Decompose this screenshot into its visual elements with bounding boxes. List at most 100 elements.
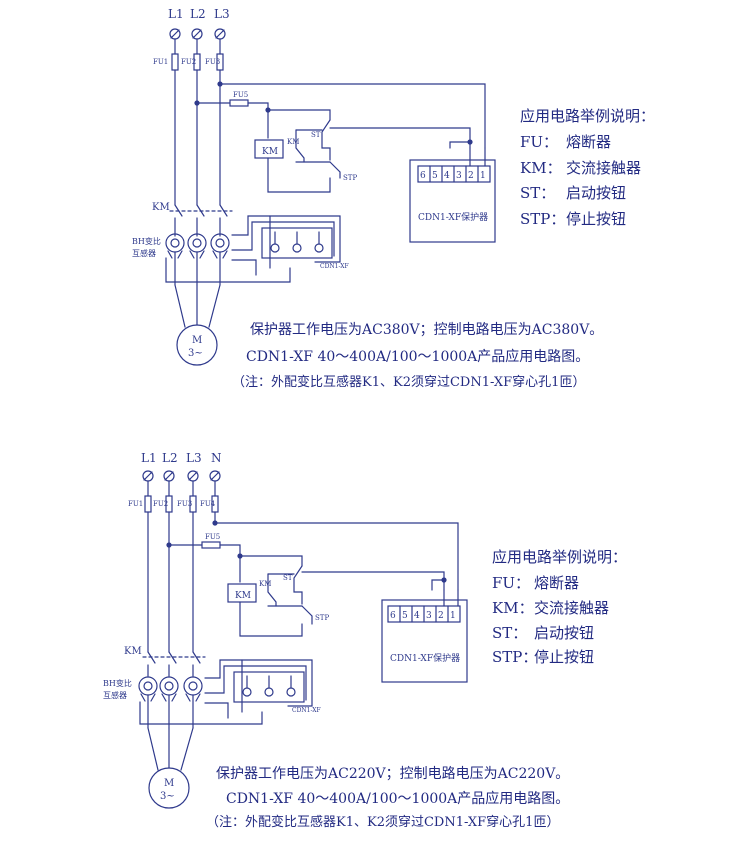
d1-st-label: ST bbox=[311, 131, 321, 139]
d2-caption-line-1: 保护器工作电压为AC220V；控制电路电压为AC220V。 bbox=[216, 766, 569, 782]
d1-protector-label: CDN1-XF保护器 bbox=[418, 211, 488, 223]
d1-transformer-label-2: 互感器 bbox=[132, 248, 156, 258]
d2-link-terminal-3-2 bbox=[431, 579, 445, 591]
d1-legend-km-value: 交流接触器 bbox=[566, 159, 641, 177]
d1-node bbox=[265, 107, 271, 113]
d2-phase-l1: L1 bbox=[141, 451, 157, 465]
d2-transformer-label-1: BH变比 bbox=[103, 678, 132, 688]
d1-protector-box bbox=[409, 159, 496, 243]
d2-terminal-3: 3 bbox=[426, 611, 432, 621]
d2-terminal-4: 4 bbox=[414, 611, 420, 621]
d1-cdn-hole bbox=[292, 243, 302, 253]
d2-km-coil-label: KM bbox=[235, 591, 251, 601]
d1-motor-feeds bbox=[174, 251, 221, 286]
d2-protector-label: CDN1-XF保护器 bbox=[390, 652, 460, 664]
d2-fuse-fu4: FU4 bbox=[200, 500, 216, 508]
d1-phase-l1: L1 bbox=[168, 7, 184, 21]
d1-terminal-dividers bbox=[429, 165, 479, 183]
d1-km-contact bbox=[295, 129, 305, 163]
d2-hold-branch bbox=[239, 555, 303, 567]
d2-main-contactor bbox=[142, 651, 206, 664]
d2-legend-km-key: KM： bbox=[492, 599, 534, 617]
d2-node bbox=[212, 520, 218, 526]
d2-cdn-hole bbox=[242, 687, 252, 697]
d2-phase-l3: L3 bbox=[186, 451, 202, 465]
d1-parallel-links bbox=[295, 129, 331, 163]
d1-legend-stp-key: STP： bbox=[520, 210, 565, 228]
d1-motor-phase: 3~ bbox=[188, 348, 203, 359]
d2-fuse-fu3: FU3 bbox=[177, 500, 192, 508]
d2-parallel-links bbox=[267, 573, 303, 607]
d2-line-to-terminal-2 bbox=[301, 571, 445, 591]
d1-terminal-1: 1 bbox=[480, 171, 486, 181]
d1-caption-line-1: 保护器工作电压为AC380V；控制电路电压为AC380V。 bbox=[250, 322, 603, 338]
d1-legend-fu-value: 熔断器 bbox=[566, 133, 611, 151]
d1-motor-m: M bbox=[192, 335, 202, 346]
d2-legend-fu-key: FU： bbox=[492, 574, 530, 592]
d2-node bbox=[237, 553, 243, 559]
d1-node bbox=[194, 100, 200, 106]
d2-st-label: ST bbox=[283, 574, 293, 582]
d2-legend-st-key: ST： bbox=[492, 624, 527, 642]
d2-terminal-2: 2 bbox=[438, 611, 444, 621]
d2-cdn-small-box bbox=[233, 671, 305, 703]
d1-terminal-leads bbox=[469, 147, 486, 167]
d1-node bbox=[467, 139, 473, 145]
d2-phase-n: N bbox=[211, 451, 222, 465]
d2-cdn-hole bbox=[264, 687, 274, 697]
d1-coil-feed bbox=[247, 102, 269, 139]
d2-terminal-leads bbox=[443, 589, 459, 607]
d2-transformer-label-2: 互感器 bbox=[103, 690, 127, 700]
d1-fuse-fu3: FU3 bbox=[205, 58, 220, 66]
d2-fu5-label: FU5 bbox=[205, 533, 220, 541]
d2-cdn-hole bbox=[286, 687, 296, 697]
d1-phase-l2: L2 bbox=[190, 7, 206, 21]
d2-ct-wiring bbox=[139, 659, 313, 725]
d1-terminal-4: 4 bbox=[444, 171, 450, 181]
d1-cdn-hole bbox=[270, 243, 280, 253]
d2-legend-fu-value: 熔断器 bbox=[534, 574, 579, 592]
d1-legend-stp-value: 停止按钮 bbox=[566, 210, 626, 228]
d2-phase-terminals bbox=[142, 470, 221, 482]
d2-km-contact-label: KM bbox=[259, 580, 271, 588]
d1-km-coil-label: KM bbox=[262, 147, 278, 157]
d2-control-line-top bbox=[214, 522, 459, 591]
d1-line-to-terminal-2 bbox=[329, 127, 471, 149]
d2-legend-st-value: 启动按钮 bbox=[534, 624, 594, 642]
d2-terminal-dividers bbox=[399, 605, 449, 623]
d1-cdn-small-box bbox=[261, 227, 333, 259]
d1-legend-fu-key: FU： bbox=[520, 133, 558, 151]
d2-stp-label: STP bbox=[315, 614, 329, 622]
d1-coil-return bbox=[267, 157, 331, 193]
d2-terminal-1: 1 bbox=[450, 611, 456, 621]
d1-node bbox=[217, 81, 223, 87]
d2-motor-feeds bbox=[147, 694, 194, 729]
d2-caption-line-2: CDN1-XF 40～400A/100～1000A产品应用电路图。 bbox=[226, 790, 569, 807]
d2-motor-m: M bbox=[164, 778, 174, 789]
d2-km-contact bbox=[267, 573, 277, 607]
d2-node bbox=[166, 542, 172, 548]
d1-legend-st-key: ST： bbox=[520, 184, 555, 202]
d1-km-contact-label: KM bbox=[287, 138, 299, 146]
d2-motor-phase: 3~ bbox=[160, 791, 175, 802]
diagram-1: L1 L2 L3 FU1 FU2 FU3 bbox=[132, 7, 655, 390]
d2-legend-title: 应用电路举例说明： bbox=[492, 548, 627, 566]
d2-phase-l2: L2 bbox=[162, 451, 178, 465]
d1-main-contactor bbox=[169, 204, 233, 217]
d1-terminal-2: 2 bbox=[468, 171, 474, 181]
d1-terminal-3: 3 bbox=[456, 171, 462, 181]
d2-legend-stp-value: 停止按钮 bbox=[534, 648, 594, 666]
d2-st-contact bbox=[293, 565, 303, 605]
d2-terminal-5: 5 bbox=[402, 611, 408, 621]
d2-legend-km-value: 交流接触器 bbox=[534, 599, 609, 617]
d2-terminal-6: 6 bbox=[390, 611, 396, 621]
d1-control-line-top bbox=[219, 83, 486, 149]
d1-fu5-label: FU5 bbox=[233, 91, 248, 99]
d1-hold-branch bbox=[267, 109, 331, 121]
d1-stp-contact bbox=[329, 161, 341, 179]
d1-phase-l3: L3 bbox=[214, 7, 230, 21]
d2-cdn-pins bbox=[246, 675, 292, 689]
d2-fuse-fu2: FU2 bbox=[153, 500, 168, 508]
